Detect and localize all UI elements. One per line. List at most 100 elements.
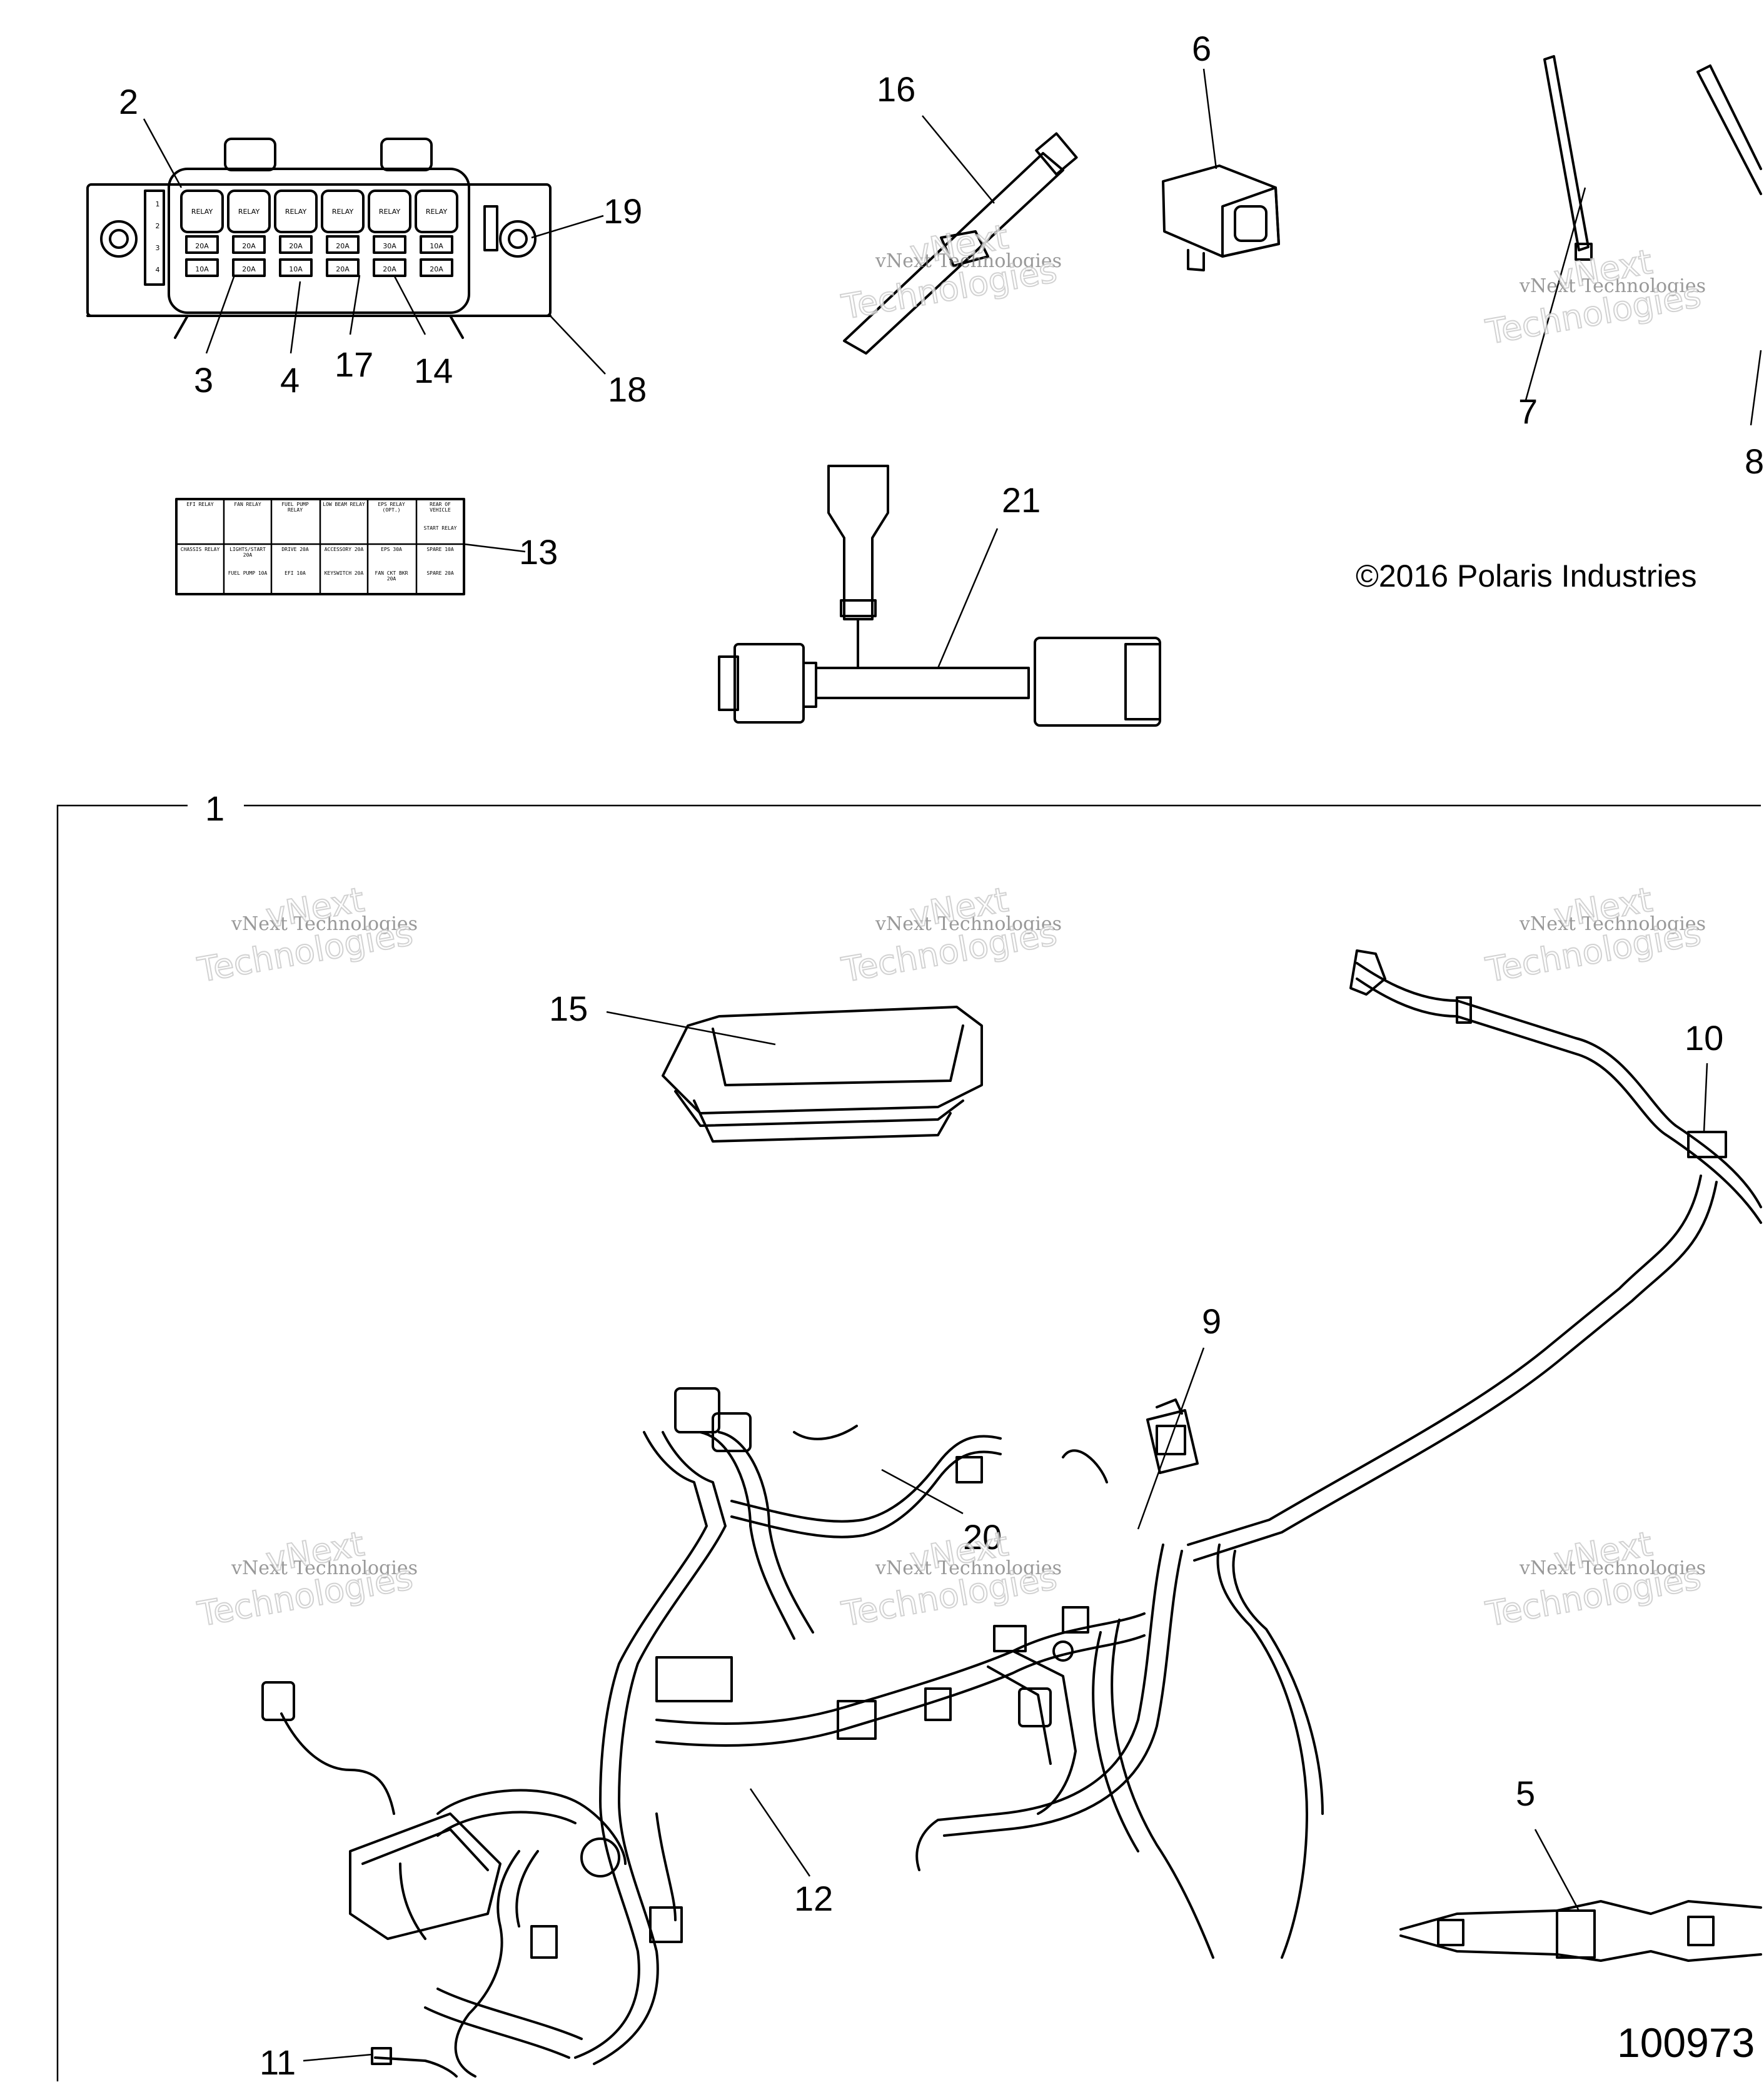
watermark-text: vNext Technologies — [1520, 1557, 1706, 1579]
callout-4: 4 — [280, 360, 300, 400]
fuse-label: 30A — [383, 242, 396, 250]
callout-13: 13 — [519, 532, 558, 572]
fuse-label: 20A — [430, 265, 443, 273]
relay-bracket-drawing — [1137, 1347, 1205, 1530]
callout-5: 5 — [1516, 1774, 1536, 1813]
callout-2: 2 — [119, 82, 139, 121]
harness-frame — [56, 804, 1761, 2081]
fuse-cell — [185, 258, 219, 277]
decal-cell-text: START RELAY — [423, 525, 457, 531]
jumper-harness-drawing — [1399, 1829, 1762, 1962]
callout-17: 17 — [335, 345, 374, 384]
watermark-text: vNext Technologies — [875, 913, 1062, 935]
fuse-cell — [420, 235, 453, 254]
fuse-label: 10A — [289, 265, 303, 273]
decal-cell-text: DRIVE 20A — [281, 547, 309, 552]
decal-cell-text: SPARE 10A — [426, 547, 454, 552]
callout-18: 18 — [608, 370, 647, 409]
callout-6: 6 — [1192, 29, 1212, 68]
fuse-row-number: 1 — [156, 200, 160, 208]
decal-cell-text: SPARE 20A — [426, 570, 454, 576]
fuse-label: 20A — [289, 242, 303, 250]
relay-label: RELAY — [426, 208, 448, 216]
decal-cell-text: LOW BEAM RELAY — [323, 502, 365, 507]
callout-8: 8 — [1745, 442, 1764, 481]
fuse-label: 10A — [430, 242, 443, 250]
callout-7: 7 — [1518, 392, 1538, 431]
fuse-cell — [373, 235, 406, 254]
main-harness-right-drawing — [1187, 949, 1762, 1562]
cable-ties-drawing — [1525, 55, 1762, 426]
fuse-cell — [185, 235, 219, 254]
callout-21: 21 — [1002, 480, 1041, 520]
figure-number: 100973 — [1617, 2019, 1755, 2066]
fuse-row-number: 3 — [156, 244, 160, 252]
relay-cell — [321, 190, 365, 233]
callout-20: 20 — [963, 1517, 1002, 1557]
copyright-notice: ©2016 Polaris Industries — [1356, 558, 1697, 594]
fuse-cell — [232, 258, 266, 277]
callout-3: 3 — [194, 360, 214, 400]
fuse-cell — [420, 258, 453, 277]
fuse-cell — [279, 235, 313, 254]
callout-1: 1 — [205, 789, 225, 828]
callout-14: 14 — [414, 351, 453, 390]
watermark-text: vNext Technologies — [231, 913, 418, 935]
callout-12: 12 — [794, 1879, 834, 1918]
fuse-box-drawing: RELAY 20A 10A RELAY 20A 20A RELAY 20A 10A RELAY 20… — [86, 138, 552, 339]
main-harness-drawing — [261, 1387, 1324, 2078]
watermark-text: vNext Technologies — [1520, 913, 1706, 935]
relay-cell — [415, 190, 458, 233]
watermark-text: vNext Technologies — [1520, 275, 1706, 297]
fuse-label: 20A — [242, 265, 256, 273]
fuse-cell — [232, 235, 266, 254]
relay-label: RELAY — [332, 208, 354, 216]
watermark-text: vNext Technologies — [875, 1557, 1062, 1579]
decal-cell-text: FAN RELAY — [234, 502, 261, 507]
watermark-text: vNext Technologies — [875, 250, 1062, 272]
fuse-label: 20A — [195, 242, 209, 250]
relay-cell — [274, 190, 318, 233]
callout-16: 16 — [877, 69, 916, 109]
fuse-decal-drawing — [175, 498, 526, 595]
fuse-cover-drawing — [606, 1006, 983, 1143]
callout-15: 15 — [549, 989, 588, 1028]
relay-label: RELAY — [191, 208, 213, 216]
fuse-row-number: 2 — [156, 222, 160, 230]
fuse-cell — [326, 258, 360, 277]
adapter-harness-drawing — [718, 465, 1161, 727]
watermark-text: vNext Technologies — [231, 1557, 418, 1579]
decal-cell-text: EPS 30A — [381, 547, 402, 552]
callout-11: 11 — [260, 2043, 296, 2082]
decal-cell-text: EFI RELAY — [186, 502, 214, 507]
fuse-label: 20A — [242, 242, 256, 250]
fuse-box-leaders — [143, 118, 606, 375]
relay-cell — [368, 190, 411, 233]
relay-label: RELAY — [238, 208, 260, 216]
decal-cell-text: FUEL PUMP RELAY — [281, 502, 309, 513]
decal-cell-text: FAN CKT BKR 20A — [375, 570, 408, 582]
decal-cell-text: EPS RELAY (OPT.) — [378, 502, 405, 513]
decal-cell-text: EFI 10A — [285, 570, 306, 576]
cable-tie-mount-drawing — [843, 115, 1078, 355]
fuse-label: 20A — [336, 265, 350, 273]
relay-label: RELAY — [379, 208, 401, 216]
fuse-cell — [326, 235, 360, 254]
relay-label: RELAY — [285, 208, 307, 216]
decal-cell-text: REAR OF VEHICLE — [430, 502, 451, 513]
callout-9: 9 — [1202, 1301, 1222, 1341]
relay-cell — [180, 190, 224, 233]
decal-cell-text: FUEL PUMP 10A — [228, 570, 268, 576]
connector-drawing — [1162, 68, 1280, 271]
relay-cell — [227, 190, 271, 233]
fuse-label: 20A — [383, 265, 396, 273]
callout-10: 10 — [1685, 1018, 1724, 1058]
decal-cell-text: CHASSIS RELAY — [180, 547, 220, 552]
fuse-label: 20A — [336, 242, 350, 250]
fuse-row-number: 4 — [156, 266, 160, 274]
fuse-label: 10A — [195, 265, 209, 273]
decal-cell-text: KEYSWITCH 20A — [324, 570, 364, 576]
decal-cell-text: LIGHTS/START 20A — [229, 547, 266, 558]
